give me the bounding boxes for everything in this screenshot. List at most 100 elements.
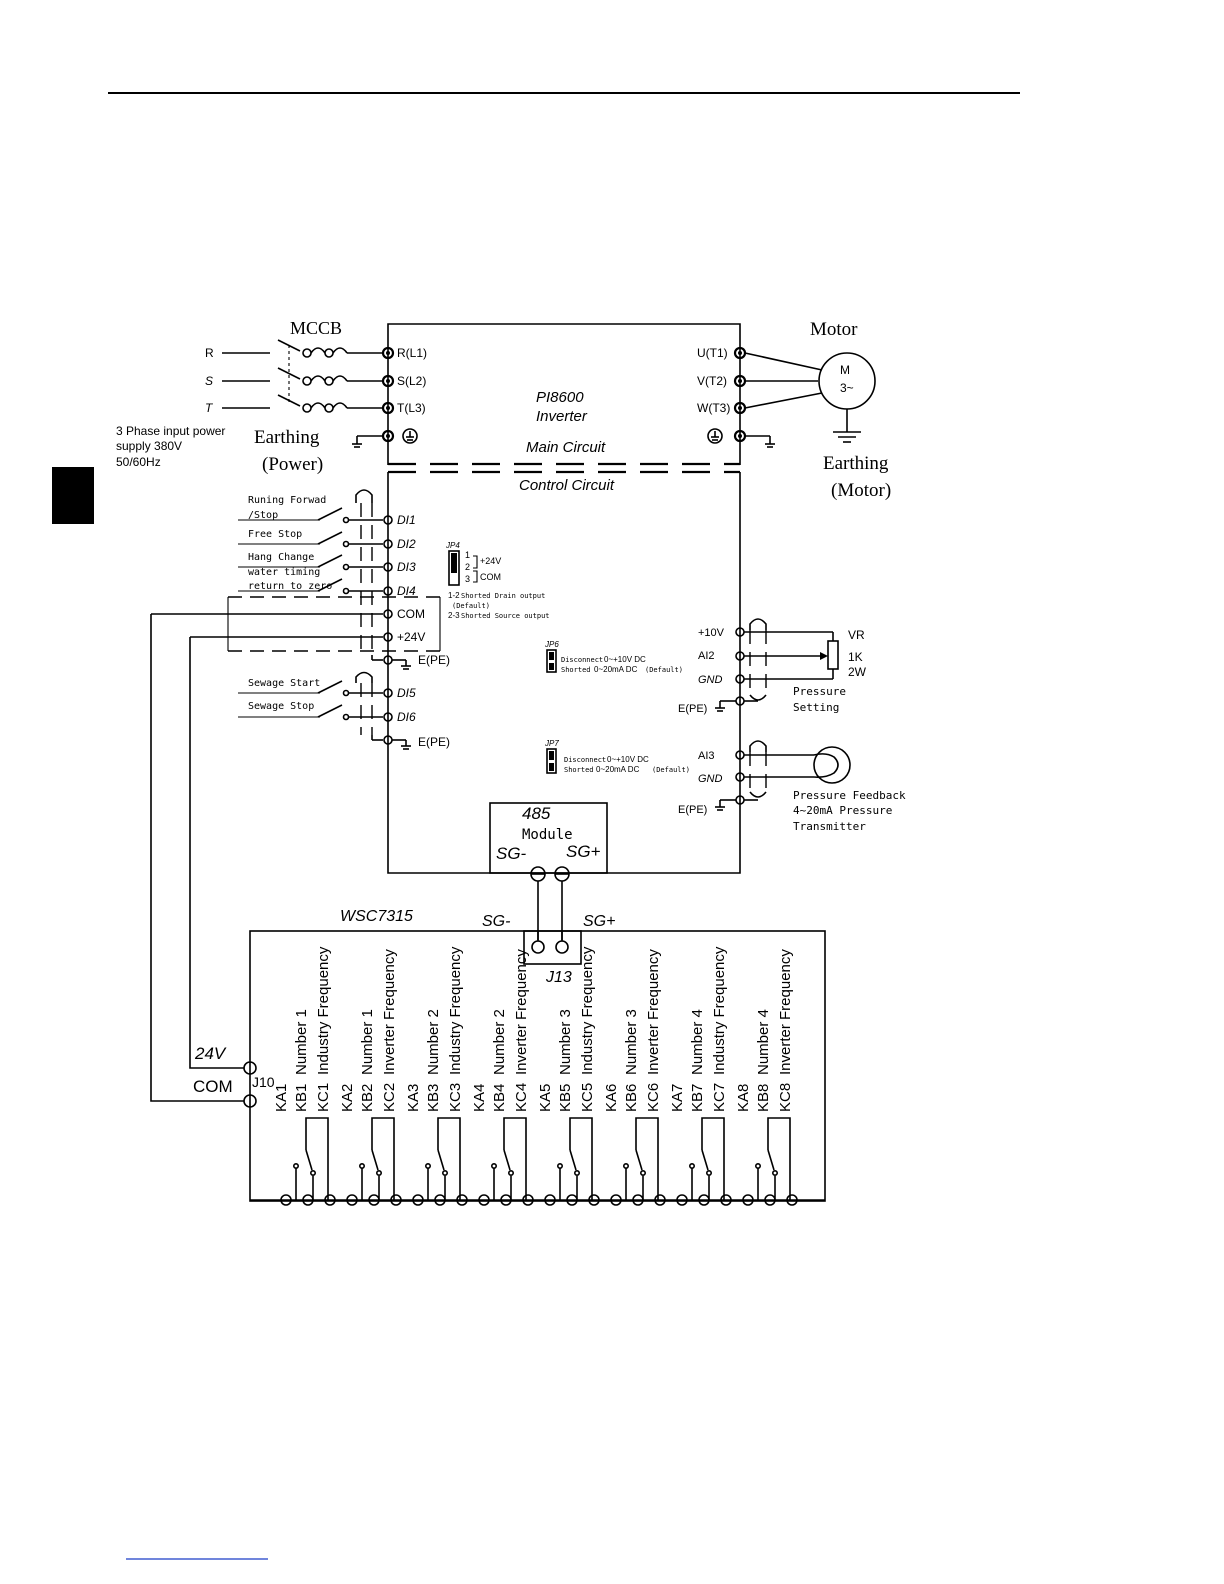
relay-number-label: Number 4 — [689, 1009, 706, 1075]
relay-coil-wire — [767, 1117, 791, 1200]
controller-sg-minus: SG- — [482, 913, 510, 930]
relay-kc-label: KC5 — [579, 1083, 596, 1112]
jp7-line2-a: Shorted — [564, 766, 594, 774]
relay-coil-wire — [371, 1117, 395, 1200]
relay-kc-label: KC2 — [381, 1083, 398, 1112]
jp6-line1-b: 0~+10V DC — [604, 655, 646, 664]
relay-coil-wire — [305, 1117, 329, 1200]
supply-desc-1: 3 Phase input power — [116, 424, 225, 438]
jp7-line1-b: 0~+10V DC — [607, 755, 649, 764]
terminal-di3: DI3 — [397, 560, 416, 574]
relay-number-label: Number 1 — [293, 1009, 310, 1075]
relay-number-label: Number 3 — [623, 1009, 640, 1075]
relay-kind-label: Inverter Frequency — [381, 949, 398, 1075]
feedback-2: 4~20mA Pressure — [793, 804, 892, 817]
terminal-rl1: R(L1) — [397, 346, 427, 360]
terminal-24v: +24V — [397, 630, 425, 644]
inverter-model: PI8600 — [536, 389, 584, 406]
terminal-di1: DI1 — [397, 513, 416, 527]
terminal-ut1: U(T1) — [697, 346, 728, 360]
di-label-return: return to zero — [248, 581, 332, 592]
controller-sg-plus: SG+ — [583, 913, 615, 930]
feedback-3: Transmitter — [793, 820, 866, 833]
jp4-note1-b: Shorted Drain output — [461, 592, 545, 600]
ground-icon — [402, 428, 418, 444]
relay-contact — [358, 1163, 365, 1170]
phase-t: T — [205, 401, 214, 415]
jumper-jp6: JP6 Disconnect 0~+10V DC Shorted 0~20mA … — [544, 640, 683, 674]
relay-kc-label: KC3 — [447, 1083, 464, 1112]
di-label-water: water timing — [248, 567, 320, 578]
jp4-label: JP4 — [445, 541, 460, 550]
relay-coil-wire — [569, 1117, 593, 1200]
relay-arm — [569, 1149, 577, 1171]
relay-contact — [556, 1163, 563, 1170]
motor-m: M — [840, 363, 850, 377]
relay-contact — [507, 1170, 514, 1177]
supply-desc-3: 50/60Hz — [116, 455, 161, 469]
jp7-line1-a: Disconnect — [564, 756, 606, 764]
phase-r: R — [205, 346, 214, 360]
relay-ka-label: KA2 — [339, 1084, 356, 1112]
main-circuit-label: Main Circuit — [526, 439, 606, 456]
relay-kind-label: Inverter Frequency — [513, 949, 530, 1075]
j13-label: J13 — [545, 969, 572, 986]
relay-contact — [754, 1163, 761, 1170]
vr-label: VR — [848, 628, 865, 642]
relay-contact — [622, 1163, 629, 1170]
relay-kind-label: Inverter Frequency — [645, 949, 662, 1075]
jp4-note1-a: 1-2 — [448, 591, 460, 600]
jp4-note1-c: (Default) — [452, 602, 490, 610]
jp4-note2-b: Shorted Source output — [461, 612, 550, 620]
controller-name: WSC7315 — [340, 908, 413, 925]
module-sg-plus: SG+ — [566, 842, 601, 861]
terminal-epe-1: E(PE) — [418, 653, 450, 667]
terminal-vt2: V(T2) — [697, 374, 727, 388]
relay-coil-wire — [437, 1117, 461, 1200]
mccb-breaker — [222, 339, 383, 413]
terminal-ai3: AI3 — [698, 750, 715, 762]
relay-kb-label: KB1 — [293, 1084, 310, 1112]
jumper-jp4: JP4 1 2 3 +24V COM 1-2 Shorted Drain out… — [445, 541, 550, 620]
relay-coil-wire — [503, 1117, 527, 1200]
relay-kind-label: Industry Frequency — [447, 946, 464, 1075]
module-sg-minus: SG- — [496, 844, 527, 863]
sewage-start-label: Sewage Start — [248, 678, 320, 689]
relay-ka-label: KA4 — [471, 1084, 488, 1112]
relay-contact — [573, 1170, 580, 1177]
supply-section: R S T 3 Phase input power supply 380V 50… — [116, 318, 383, 475]
terminal-epe-3: E(PE) — [678, 703, 707, 715]
jp7-line2-b: 0~20mA DC — [596, 765, 640, 774]
relay-kc-label: KC4 — [513, 1083, 530, 1112]
relay-coil-wire — [701, 1117, 725, 1200]
pressure-setting-2: Setting — [793, 701, 839, 714]
phase-s: S — [205, 374, 213, 388]
terminal-gnd-1: GND — [698, 674, 723, 686]
relay-arm — [767, 1149, 775, 1171]
inverter-box: PI8600 Inverter Main Circuit Control Cir… — [381, 323, 747, 874]
terminal-sl2: S(L2) — [397, 374, 426, 388]
analog-section: +10V AI2 GND E(PE) VR 1K 2W Pressure Set… — [678, 618, 906, 833]
supply-desc-2: supply 380V — [116, 439, 182, 453]
relay-ka-label: KA1 — [273, 1084, 290, 1112]
relay-kc-label: KC1 — [315, 1083, 332, 1112]
relay-number-label: Number 3 — [557, 1009, 574, 1075]
relay-arm — [701, 1149, 709, 1171]
relay-kb-label: KB5 — [557, 1084, 574, 1112]
relay-kind-label: Industry Frequency — [579, 946, 596, 1075]
potentiometer — [827, 640, 839, 670]
earthing-motor-2: (Motor) — [831, 480, 891, 501]
terminal-epe-4: E(PE) — [678, 804, 707, 816]
relay-number-label: Number 1 — [359, 1009, 376, 1075]
relay-arm — [371, 1149, 379, 1171]
power-earth-symbol — [352, 435, 383, 448]
earthing-power-1: Earthing — [254, 427, 320, 448]
earthing-power-2: (Power) — [262, 454, 323, 475]
terminal-di2: DI2 — [397, 537, 416, 551]
